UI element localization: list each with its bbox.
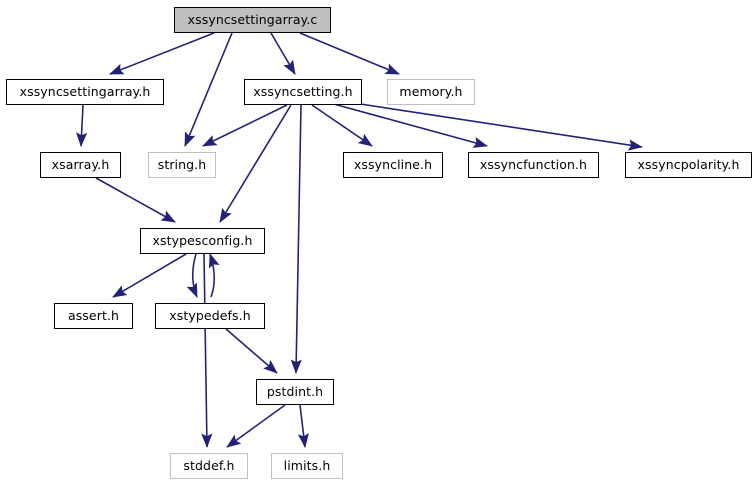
- edge-xssyncsetting_h-to-pstdint_h: [290, 104, 302, 374]
- edge-xssyncsettingarray_c-to-memory_h: [299, 32, 400, 75]
- edge-xsarray_h-to-xstypesconfig_h: [95, 177, 176, 223]
- graph-node-xssyncsettingarray_c[interactable]: xssyncsettingarray.c: [174, 7, 331, 33]
- edge-xstypesconfig_h-to-xstypedefs_h: [186, 253, 198, 298]
- graph-node-label: xssyncsetting.h: [253, 83, 353, 99]
- graph-node-label: xstypesconfig.h: [152, 232, 253, 248]
- edge-xssyncsettingarray_c-to-xssyncsettingarray_h: [109, 32, 215, 75]
- graph-node-label: xssyncpolarity.h: [637, 156, 740, 172]
- graph-node-label: assert.h: [67, 307, 120, 323]
- graph-node-xssyncpolarity_h[interactable]: xssyncpolarity.h: [625, 152, 752, 178]
- edge-xssyncsettingarray_c-to-string_h: [184, 32, 233, 147]
- edge-pstdint_h-to-stddef_h: [226, 404, 286, 448]
- edge-xstypesconfig_h-to-assert_h: [112, 253, 187, 298]
- edge-xstypedefs_h-to-pstdint_h: [225, 328, 278, 374]
- graph-node-xssyncsetting_h[interactable]: xssyncsetting.h: [244, 79, 362, 105]
- edge-xssyncsetting_h-to-xssyncfunction_h: [329, 102, 488, 148]
- edge-pstdint_h-to-limits_h: [297, 404, 309, 448]
- edge-xssyncsettingarray_h-to-xsarray_h: [76, 104, 88, 147]
- edge-xssyncsetting_h-to-string_h: [202, 104, 288, 147]
- graph-node-limits_h[interactable]: limits.h: [271, 453, 343, 479]
- edge-xssyncsetting_h-to-xssyncline_h: [311, 104, 373, 147]
- edge-xssyncsettingarray_c-to-xssyncsetting_h: [270, 32, 296, 75]
- edge-xstypedefs_h-to-xstypesconfig_h: [208, 253, 220, 298]
- graph-node-stddef_h[interactable]: stddef.h: [170, 453, 248, 479]
- graph-node-label: xstypedefs.h: [169, 307, 251, 323]
- graph-node-label: string.h: [157, 156, 207, 172]
- graph-node-label: xsarray.h: [51, 156, 110, 172]
- graph-node-label: memory.h: [399, 83, 463, 99]
- graph-node-xstypesconfig_h[interactable]: xstypesconfig.h: [140, 228, 265, 254]
- graph-node-pstdint_h[interactable]: pstdint.h: [256, 379, 334, 405]
- graph-node-label: xssyncsettingarray.c: [187, 11, 318, 27]
- graph-node-xssyncsettingarray_h[interactable]: xssyncsettingarray.h: [6, 79, 164, 105]
- edge-xssyncsetting_h-to-xssyncpolarity_h: [333, 99, 643, 151]
- graph-node-assert_h[interactable]: assert.h: [54, 303, 133, 329]
- graph-node-string_h[interactable]: string.h: [148, 152, 216, 178]
- graph-node-label: pstdint.h: [266, 383, 324, 399]
- graph-node-label: stddef.h: [183, 457, 235, 473]
- graph-node-xstypedefs_h[interactable]: xstypedefs.h: [155, 303, 265, 329]
- graph-node-xssyncline_h[interactable]: xssyncline.h: [343, 152, 443, 178]
- graph-node-label: xssyncline.h: [353, 156, 433, 172]
- graph-node-label: xssyncsettingarray.h: [19, 83, 151, 99]
- edge-xssyncsetting_h-to-xstypesconfig_h: [219, 104, 292, 223]
- graph-node-xssyncfunction_h[interactable]: xssyncfunction.h: [468, 152, 599, 178]
- graph-node-xsarray_h[interactable]: xsarray.h: [40, 152, 121, 178]
- graph-node-memory_h[interactable]: memory.h: [387, 79, 475, 105]
- edge-xstypesconfig_h-to-stddef_h: [201, 253, 213, 448]
- graph-node-label: limits.h: [283, 457, 331, 473]
- graph-node-label: xssyncfunction.h: [479, 156, 588, 172]
